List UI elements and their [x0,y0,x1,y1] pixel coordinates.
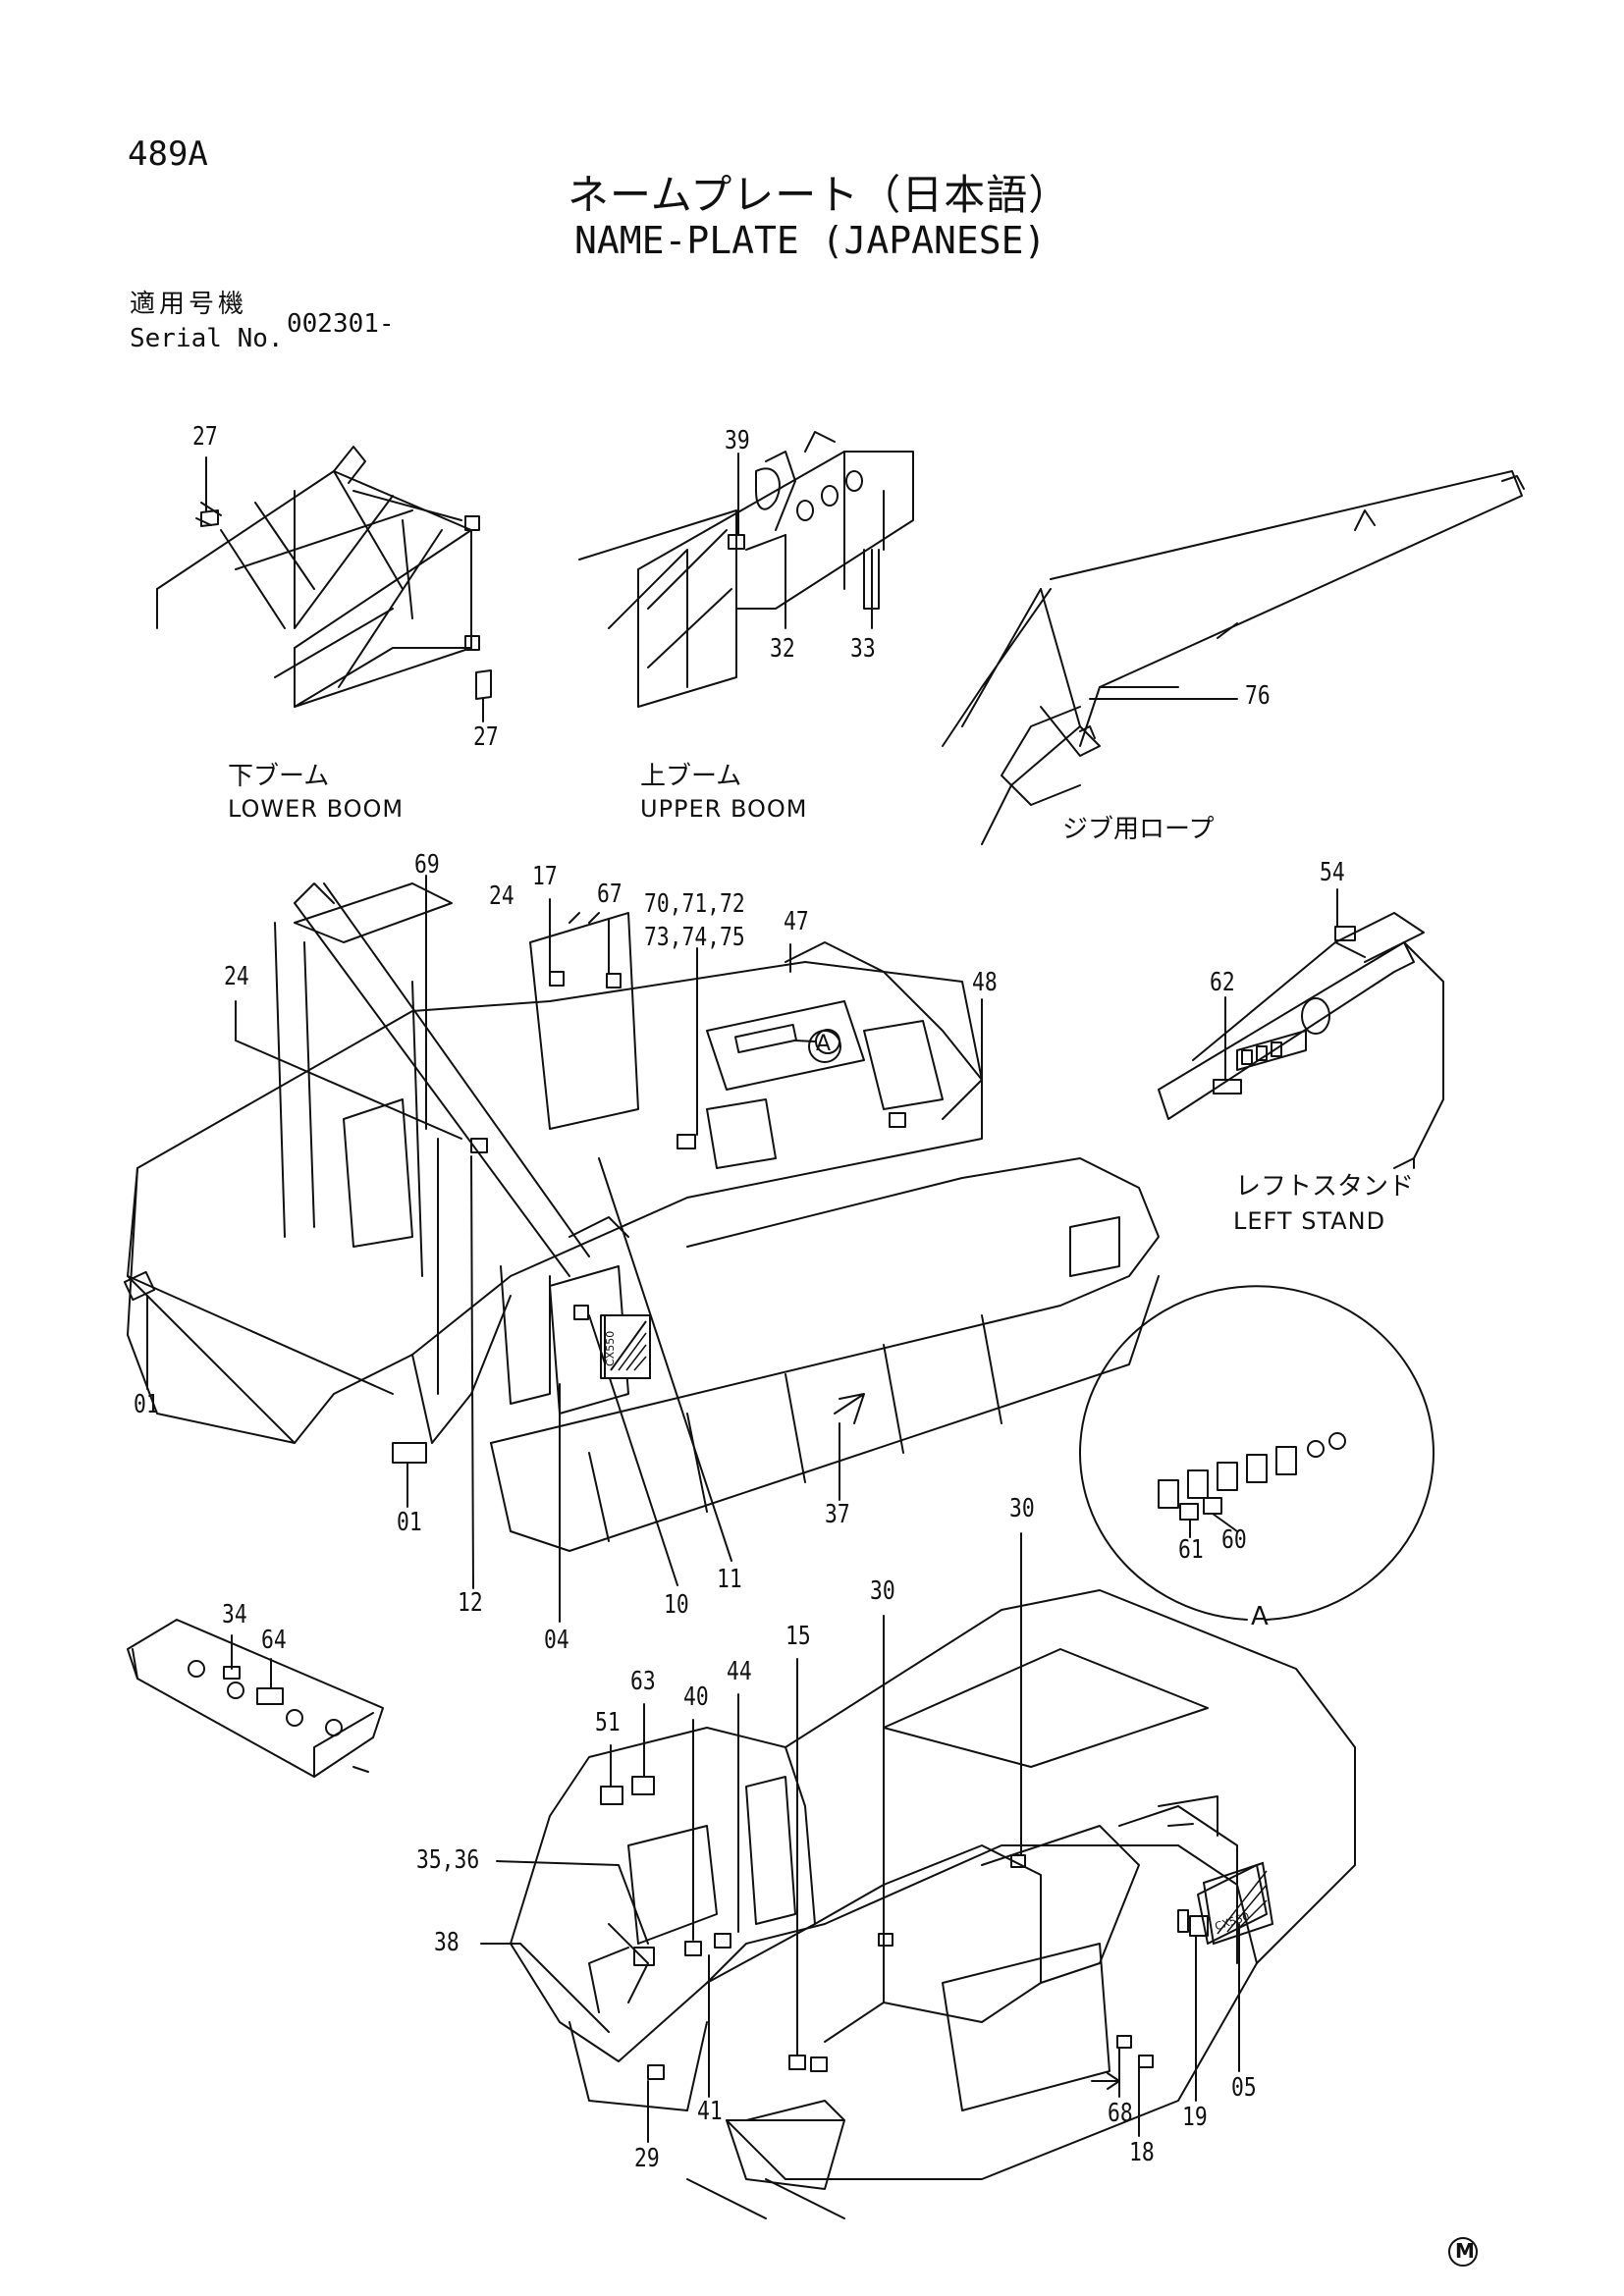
model-badge-text-main: CX550 [604,1330,617,1366]
detail-a-bubble-letter: A [816,1032,832,1056]
lower-boom-label-en: LOWER BOOM [228,795,405,823]
callout-27: 27 [192,422,218,452]
callout-51: 51 [595,1708,621,1737]
detail-a-callout-bubble [809,1031,840,1062]
detail-a-circle [1080,1286,1434,1620]
jib-rope-label: ジブ用ロープ [1062,815,1215,844]
jib-drawing [943,471,1524,844]
callout-05: 05 [1231,2073,1257,2103]
upper-boom-leaders [738,454,872,628]
callout-29: 29 [634,2144,660,2173]
manual-mark-letter: M [1455,2239,1475,2263]
serial-label-english: Serial No. [130,324,284,353]
lower-boom-label-jp: 下ブーム [228,762,330,791]
callout-30: 30 [870,1576,895,1606]
model-badge-frame [1204,1863,1272,1944]
serial-label-japanese: 適用号機 [130,290,248,319]
callout-64: 64 [261,1626,287,1655]
callout-10: 10 [664,1590,689,1620]
crane-upper-structure [128,883,982,1443]
crane-crawler-track [491,1158,1159,1551]
left-stand-leaders [1225,889,1414,1168]
cab-leaders [481,1533,1239,2142]
callout-39: 39 [725,426,750,455]
callout-67: 67 [597,880,623,909]
callout-40: 40 [683,1682,709,1712]
callout-76: 76 [1245,681,1271,711]
upper-boom-label-jp: 上ブーム [640,762,742,791]
callout-33: 33 [850,634,876,664]
callout-27-marker [201,457,491,721]
callout-35-36: 35,36 [416,1845,480,1875]
callout-27: 27 [473,722,499,752]
serial-number-value: 002301- [287,309,395,339]
control-panel-drawing [128,1620,383,1777]
callout-32: 32 [770,634,795,664]
upper-boom-drawing [579,432,913,707]
callout-62: 62 [1210,968,1235,997]
crane-leaders [147,876,982,1622]
left-stand-label-en: LEFT STAND [1233,1207,1386,1235]
callout-37: 37 [825,1500,850,1529]
callout-11: 11 [717,1565,742,1594]
callout-48: 48 [972,968,998,997]
model-badge-main [605,1315,650,1378]
callout-60: 60 [1221,1525,1247,1555]
cab-and-frame-drawing [511,1590,1355,2218]
callout-19: 19 [1182,2103,1208,2132]
callout-38: 38 [434,1928,460,1957]
callout-24: 24 [489,881,514,911]
page-code: 489A [128,134,208,174]
callout-68: 68 [1108,2099,1133,2128]
page-title-english: NAME-PLATE (JAPANESE) [574,219,1047,262]
callout-61: 61 [1178,1535,1204,1565]
callout-18: 18 [1129,2138,1155,2167]
lower-boom-lattice [157,447,479,707]
callout-01: 01 [397,1508,422,1537]
callout-70-72: 70,71,72 [644,889,745,919]
callout-30: 30 [1009,1494,1035,1523]
manual-mark [1449,2238,1477,2266]
callout-54: 54 [1320,858,1345,887]
callout-44: 44 [727,1657,752,1686]
detail-a-reference: A [1251,1602,1269,1631]
page-title-japanese: ネームプレート（日本語） [568,171,1071,219]
callout-17: 17 [532,862,558,891]
callout-24: 24 [224,962,249,991]
callout-04: 04 [544,1626,569,1655]
left-stand-label-jp: レフトスタンド [1235,1172,1415,1201]
callout-69: 69 [414,850,440,880]
plate-markers-main [125,972,905,1463]
left-stand-drawing [1159,913,1443,1168]
callout-47: 47 [784,907,809,936]
callout-15: 15 [785,1622,811,1651]
control-panel-leaders [232,1635,271,1688]
callout-12: 12 [458,1588,483,1618]
callout-63: 63 [630,1667,656,1696]
callout-73-75: 73,74,75 [644,923,745,952]
callout-41: 41 [697,2097,723,2126]
upper-boom-label-en: UPPER BOOM [640,795,808,823]
callout-34: 34 [222,1600,247,1629]
cab-plate-markers [589,1777,1208,2089]
